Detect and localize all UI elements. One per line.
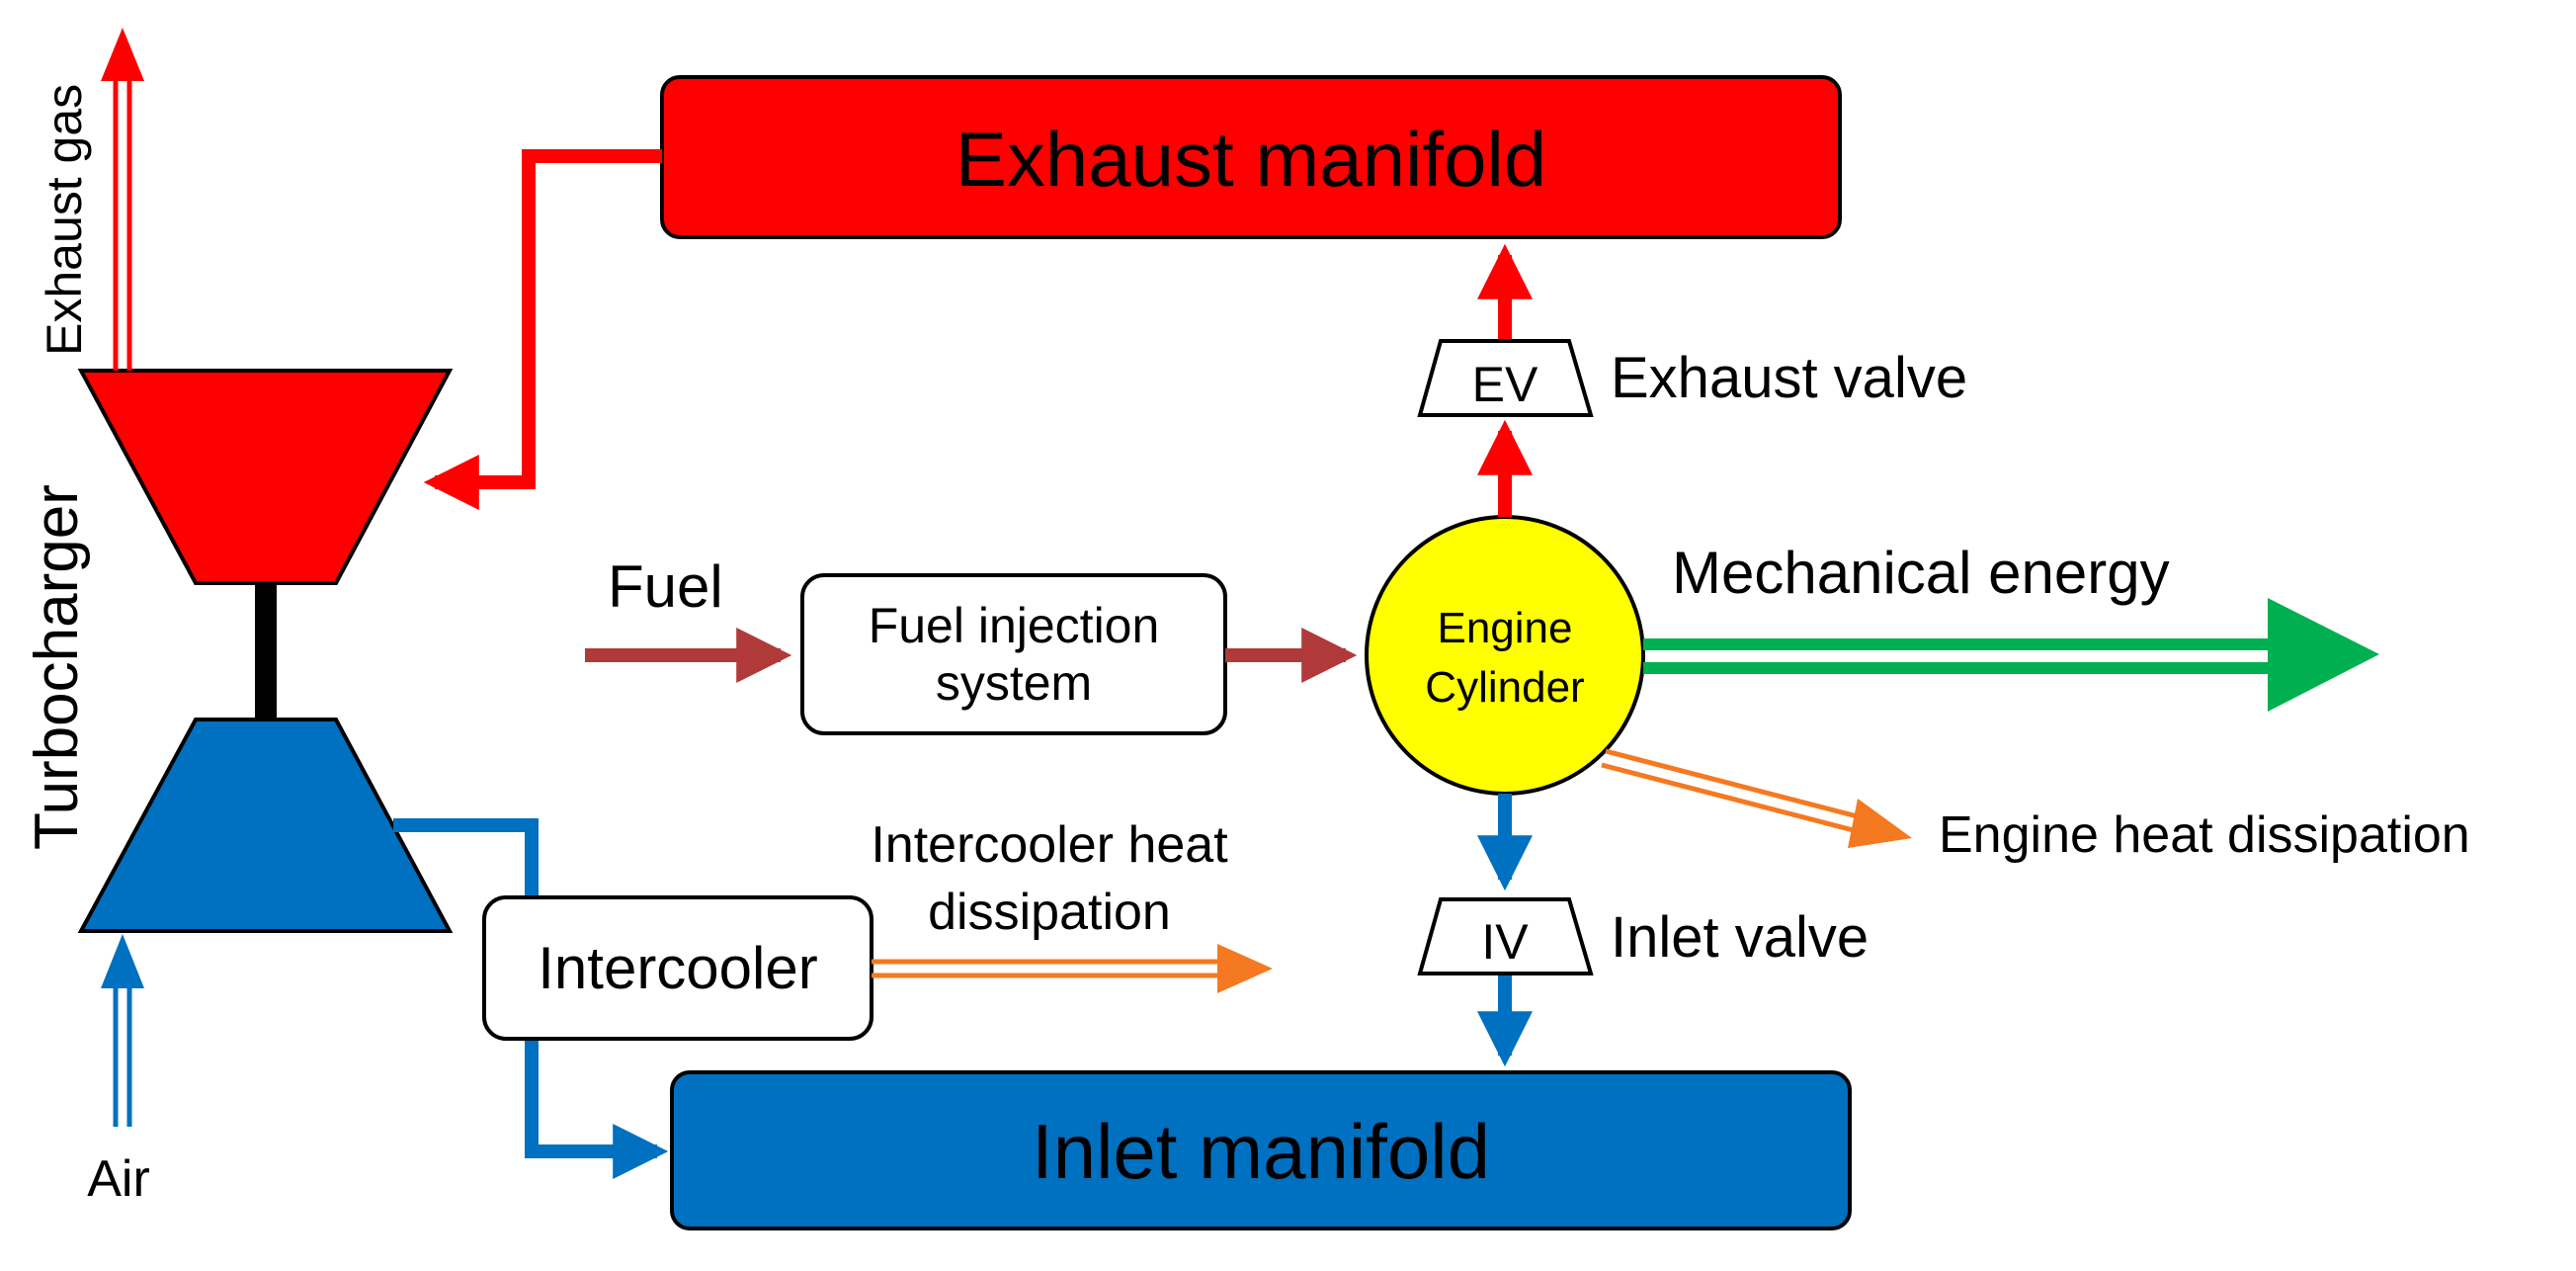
- ev-label: EV: [1472, 357, 1538, 412]
- fuel-label: Fuel: [608, 553, 723, 620]
- exhaust-to-turbine-arrow: [423, 149, 662, 510]
- inlet-manifold-label: Inlet manifold: [1032, 1108, 1490, 1195]
- inlet-manifold-box: [670, 1070, 1852, 1230]
- engine-cylinder-label-line2: Cylinder: [1425, 663, 1584, 712]
- engine-cylinder-label-line1: Engine: [1437, 604, 1572, 652]
- engine-cylinder: [1365, 515, 1645, 796]
- exhaust-gas-arrow: [101, 28, 144, 371]
- turbine-shape: [77, 369, 454, 585]
- engine-heat-arrow: [1601, 748, 1912, 848]
- engine-heat-label: Engine heat dissipation: [1939, 806, 2470, 864]
- exhaust-gas-label: Exhaust gas: [37, 84, 92, 356]
- fuel-injection-label-line1: Fuel injection: [869, 598, 1160, 653]
- compressor-shape: [77, 718, 454, 933]
- fuel-injection-label-line2: system: [936, 655, 1092, 711]
- mechanical-energy-arrow: [1643, 598, 2379, 712]
- intercooler-heat-label-line1: Intercooler heat: [871, 816, 1228, 874]
- turbocharger-label: Turbocharger: [23, 484, 91, 850]
- mechanical-energy-label: Mechanical energy: [1672, 540, 2170, 606]
- intercooler-heat-label-line2: dissipation: [928, 884, 1171, 941]
- air-label: Air: [87, 1150, 150, 1208]
- air-arrow: [101, 934, 144, 1127]
- intercooler-label: Intercooler: [538, 935, 817, 1001]
- intercooler-box: [482, 895, 873, 1041]
- exhaust-valve-label: Exhaust valve: [1611, 346, 1967, 410]
- turbo-shaft: [255, 583, 277, 720]
- inlet-valve-label: Inlet valve: [1611, 905, 1869, 970]
- inlet-valve-shape: [1417, 897, 1594, 975]
- intercooler-heat-arrow: [872, 944, 1273, 993]
- exhaust-manifold-label: Exhaust manifold: [956, 116, 1546, 203]
- exhaust-valve-shape: [1417, 339, 1594, 417]
- iv-label: IV: [1481, 914, 1529, 970]
